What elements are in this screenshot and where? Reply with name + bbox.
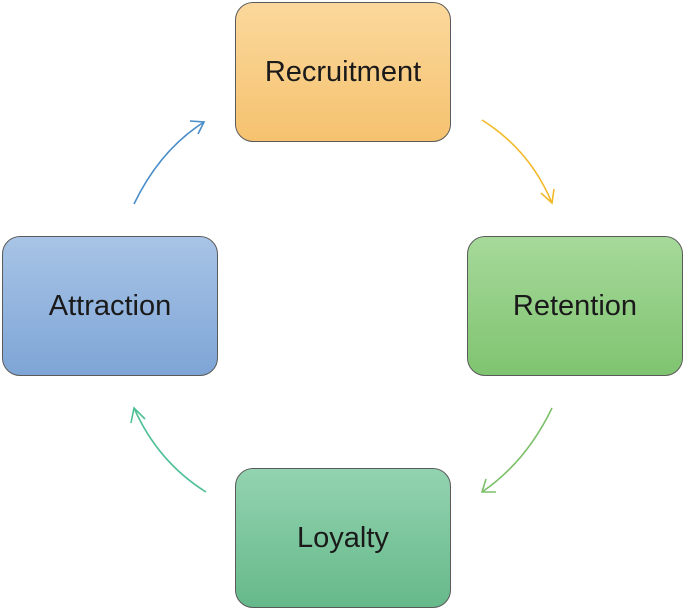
node-attraction: Attraction <box>2 236 218 376</box>
node-label-attraction: Attraction <box>48 289 172 322</box>
node-retention: Retention <box>467 236 683 376</box>
node-label-loyalty: Loyalty <box>297 521 389 554</box>
node-recruitment: Recruitment <box>235 2 451 142</box>
node-label-retention: Retention <box>512 289 638 322</box>
arrow-retention-to-loyalty <box>480 407 553 493</box>
arrow-recruitment-to-retention <box>481 119 555 205</box>
arrow-attraction-to-recruitment <box>133 120 206 205</box>
arrow-loyalty-to-attraction <box>130 406 207 493</box>
node-label-recruitment: Recruitment <box>264 55 422 88</box>
node-loyalty: Loyalty <box>235 468 451 608</box>
